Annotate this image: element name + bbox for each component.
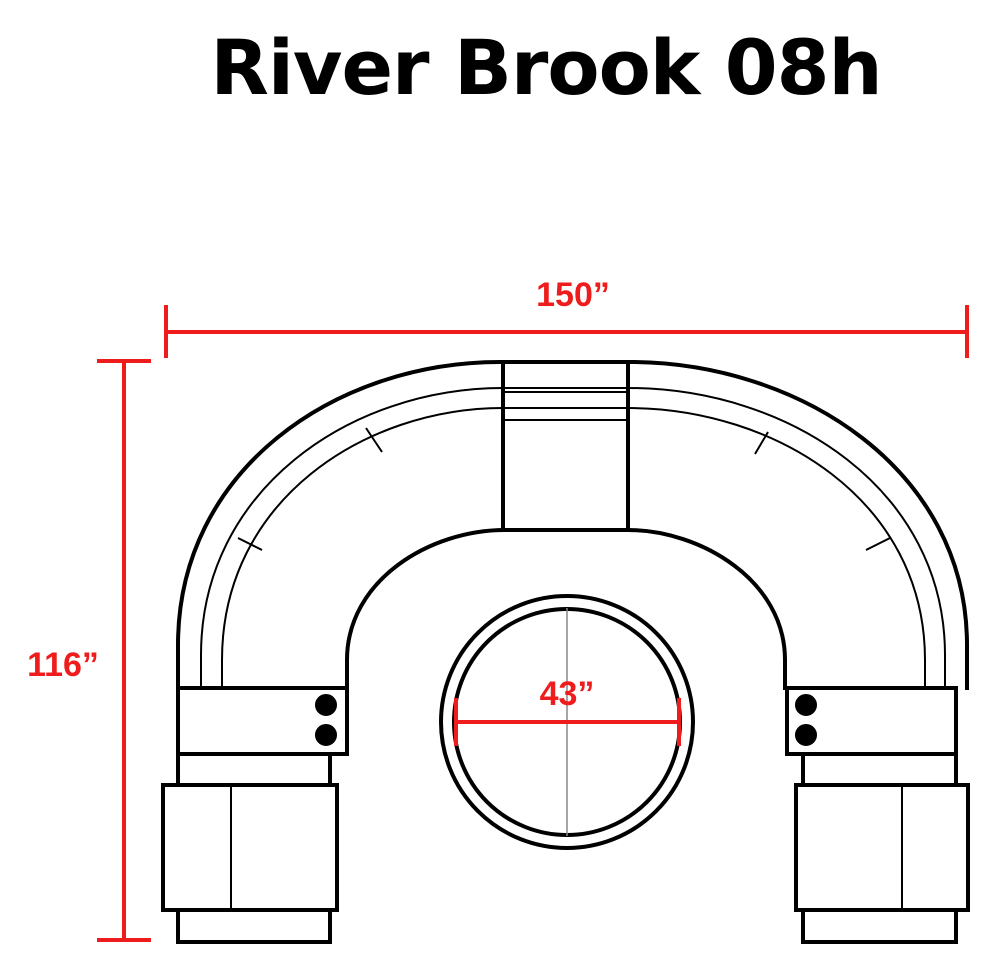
left-storage-box <box>176 686 349 756</box>
segment-divider-left-lower <box>237 537 263 551</box>
left-ottoman-base <box>176 908 332 944</box>
cushion-lines <box>200 387 946 690</box>
sofa-back-outer <box>176 360 969 690</box>
left-knob-bottom <box>315 724 337 746</box>
sofa-outline <box>176 360 969 690</box>
back-cushion-line-outer <box>200 387 946 690</box>
table-diameter-dimension <box>454 698 681 746</box>
height-dimension <box>97 359 151 942</box>
left-end-module <box>161 686 349 944</box>
segment-divider-right-upper <box>754 431 769 455</box>
right-end-module <box>785 686 970 944</box>
width-dimension <box>164 305 969 358</box>
product-title: River Brook 08h <box>210 23 882 112</box>
left-knob-top <box>315 694 337 716</box>
sofa-seat-inner <box>345 528 787 690</box>
right-ottoman-base <box>801 908 958 944</box>
table-outer-ring <box>439 594 695 850</box>
right-ottoman <box>794 783 970 912</box>
right-storage-box <box>785 686 958 756</box>
width-dimension-label: 150” <box>536 276 610 314</box>
center-chair <box>501 362 630 530</box>
height-dimension-label: 116” <box>27 646 99 684</box>
left-ottoman <box>161 783 339 912</box>
table-diameter-label: 43” <box>540 675 595 713</box>
segment-divider-right-lower <box>865 537 891 551</box>
right-knob-bottom <box>795 724 817 746</box>
back-cushion-line-inner <box>221 407 926 690</box>
right-knob-top <box>795 694 817 716</box>
segment-divider-left-upper <box>365 427 383 453</box>
